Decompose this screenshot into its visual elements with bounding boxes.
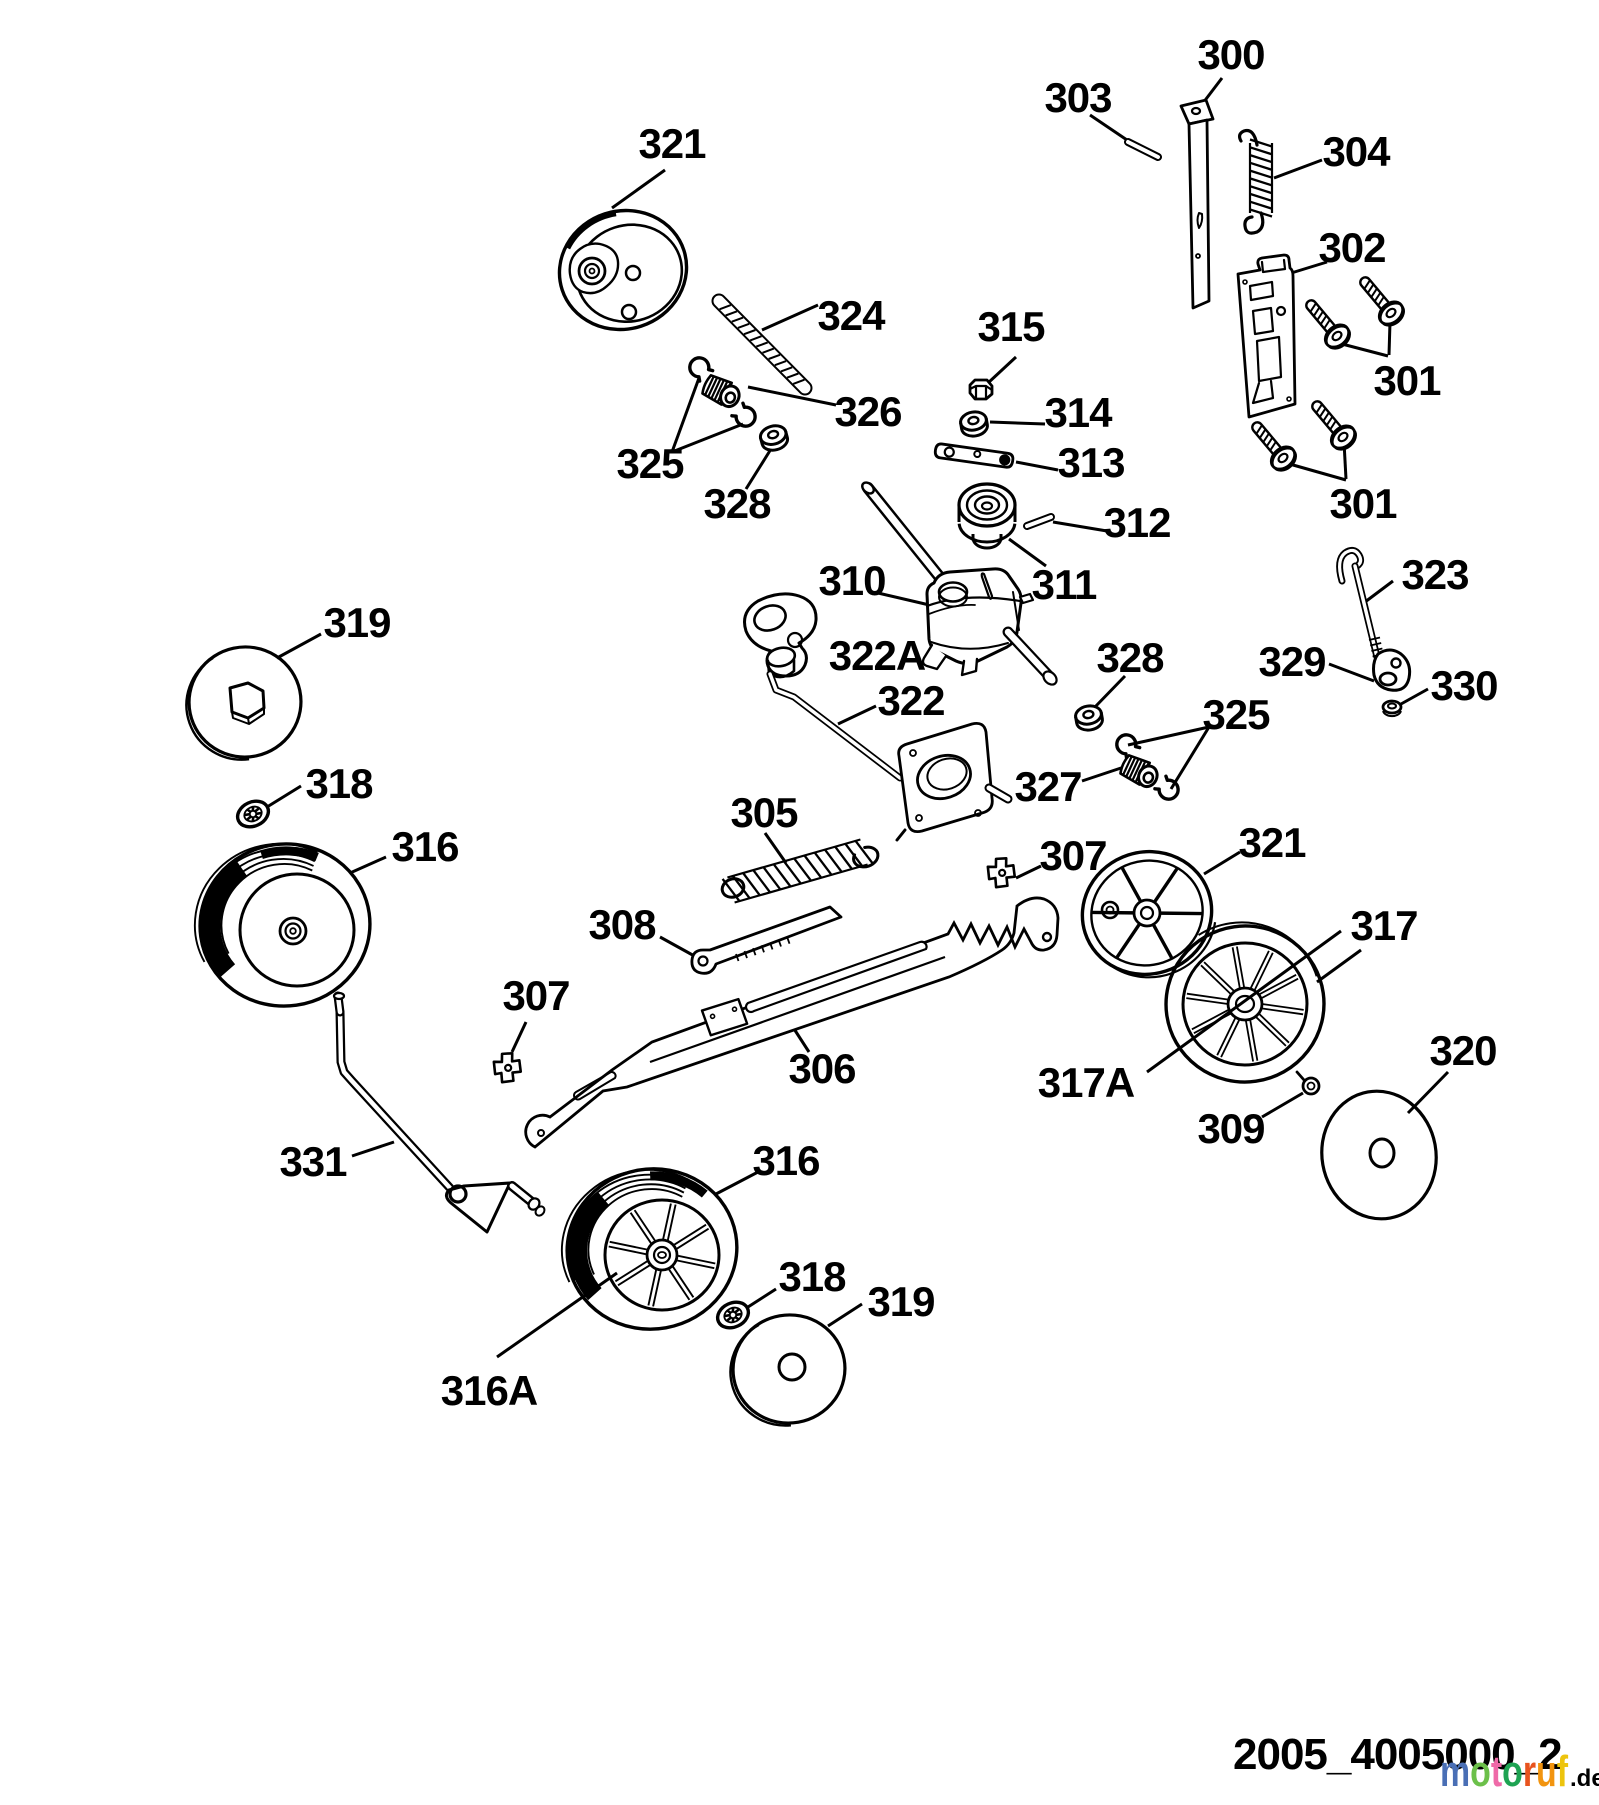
svg-text:319: 319: [867, 1278, 934, 1325]
svg-text:305: 305: [730, 789, 798, 836]
svg-text:325: 325: [1202, 691, 1270, 738]
svg-text:326: 326: [834, 388, 901, 435]
svg-text:324: 324: [817, 292, 886, 339]
svg-text:308: 308: [588, 901, 656, 948]
svg-text:310: 310: [818, 557, 885, 604]
svg-text:303: 303: [1044, 74, 1111, 121]
svg-text:316A: 316A: [441, 1367, 538, 1414]
svg-text:317: 317: [1350, 902, 1417, 949]
svg-text:314: 314: [1044, 389, 1113, 436]
svg-text:316: 316: [752, 1137, 819, 1184]
svg-text:311: 311: [1032, 561, 1097, 608]
svg-text:300: 300: [1197, 31, 1264, 78]
svg-text:.de: .de: [1570, 1765, 1599, 1792]
svg-text:318: 318: [778, 1253, 846, 1300]
svg-text:327: 327: [1014, 763, 1081, 810]
svg-text:motoruf: motoruf: [1440, 1747, 1568, 1796]
svg-text:320: 320: [1429, 1027, 1496, 1074]
svg-text:301: 301: [1329, 480, 1397, 527]
svg-text:2005_4005000_2: 2005_4005000_2: [1233, 1730, 1562, 1779]
svg-text:321: 321: [1238, 819, 1306, 866]
svg-text:318: 318: [305, 760, 373, 807]
svg-text:312: 312: [1103, 499, 1170, 546]
svg-text:309: 309: [1197, 1105, 1264, 1152]
svg-text:307: 307: [1039, 832, 1106, 879]
svg-text:313: 313: [1057, 439, 1124, 486]
svg-text:315: 315: [977, 303, 1045, 350]
svg-text:328: 328: [703, 480, 771, 527]
svg-text:322A: 322A: [829, 632, 926, 679]
svg-text:328: 328: [1096, 634, 1164, 681]
svg-text:331: 331: [279, 1138, 347, 1185]
svg-text:322: 322: [877, 677, 944, 724]
svg-text:301: 301: [1373, 357, 1441, 404]
svg-text:302: 302: [1318, 224, 1385, 271]
svg-text:306: 306: [788, 1045, 855, 1092]
svg-text:316: 316: [391, 823, 458, 870]
svg-text:304: 304: [1322, 128, 1391, 175]
svg-text:330: 330: [1430, 662, 1497, 709]
svg-text:307: 307: [502, 972, 569, 1019]
svg-text:329: 329: [1258, 638, 1325, 685]
svg-text:321: 321: [638, 120, 706, 167]
svg-text:319: 319: [323, 599, 390, 646]
svg-text:317A: 317A: [1038, 1059, 1135, 1106]
svg-text:323: 323: [1401, 551, 1468, 598]
